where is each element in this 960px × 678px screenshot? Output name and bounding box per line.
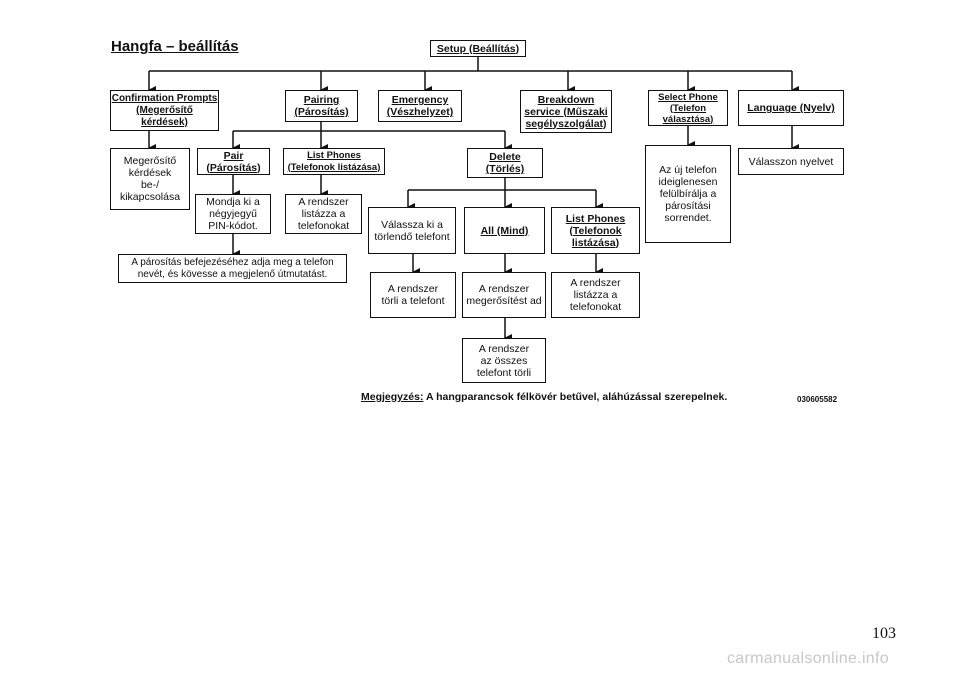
all-result-line-2: az összes xyxy=(480,354,528,367)
all-confirm-box: A rendszer megerősítést ad xyxy=(462,272,546,318)
select-phone-line-3: választása) xyxy=(662,113,714,125)
confirm-line-1: Confirmation Prompts xyxy=(111,92,218,104)
delete-choose-line-2: törlendő telefont xyxy=(374,230,450,243)
all-box: All (Mind) xyxy=(464,207,545,254)
pair-line-2: (Párosítás) xyxy=(206,161,261,174)
language-description-box: Válasszon nyelvet xyxy=(738,148,844,175)
all-confirm-line-2: megerősítést ad xyxy=(466,295,542,307)
select-phone-line-1: Select Phone xyxy=(658,91,718,103)
delete-result-line-1: A rendszer xyxy=(387,283,439,295)
delete-line-2: (Törlés) xyxy=(485,163,525,175)
pair-final-instruction-box: A párosítás befejezéséhez adja meg a tel… xyxy=(118,254,347,283)
all-confirm-line-1: A rendszer xyxy=(478,283,530,295)
confirm-desc-line-3: be-/ xyxy=(140,179,160,191)
pair-final-line-1: A párosítás befejezéséhez adja meg a tel… xyxy=(131,256,334,268)
delete-line-1: Delete xyxy=(489,151,521,163)
select-desc-line-3: felülbírálja a xyxy=(659,188,717,200)
pair-final-line-2: nevét, és kövesse a megjelenő útmutatást… xyxy=(137,268,328,280)
delete-choose-box: Válassza ki a törlendő telefont xyxy=(368,207,456,254)
setup-label: Setup (Beállítás) xyxy=(436,42,520,55)
page-title: Hangfa – beállítás xyxy=(111,38,239,55)
breakdown-line-3: segélyszolgálat) xyxy=(525,117,607,130)
select-desc-line-5: sorrendet. xyxy=(664,212,712,224)
pairing-box: Pairing (Párosítás) xyxy=(285,90,358,122)
delete-list-desc-line-3: telefonokat xyxy=(569,301,622,313)
emergency-line-1: Emergency xyxy=(391,94,449,106)
delete-list-desc-line-2: listázza a xyxy=(573,289,618,301)
emergency-box: Emergency (Vészhelyzet) xyxy=(378,90,462,122)
list-phones-description-box: A rendszer listázza a telefonokat xyxy=(285,194,362,234)
pair-desc-line-2: négyjegyű xyxy=(209,208,257,220)
pair-box: Pair (Párosítás) xyxy=(197,148,270,175)
delete-list-description-box: A rendszer listázza a telefonokat xyxy=(551,272,640,318)
confirm-line-3: kérdések) xyxy=(141,116,188,128)
figure-code: 030605582 xyxy=(797,395,838,404)
pairing-line-1: Pairing xyxy=(303,94,340,106)
setup-box: Setup (Beállítás) xyxy=(430,40,526,57)
breakdown-line-1: Breakdown xyxy=(537,93,595,106)
list-desc-line-2: listázza a xyxy=(301,208,346,220)
pairing-line-2: (Párosítás) xyxy=(294,106,349,118)
list-phones-box: List Phones (Telefonok listázása) xyxy=(283,148,385,175)
select-desc-line-1: Az új telefon xyxy=(659,164,717,176)
all-label: All (Mind) xyxy=(480,224,529,237)
page-number: 103 xyxy=(872,625,896,642)
select-desc-line-4: párosítási xyxy=(665,200,711,212)
breakdown-line-2: service (Műszaki xyxy=(524,105,608,118)
list-desc-line-1: A rendszer xyxy=(298,196,349,208)
language-label: Language (Nyelv) xyxy=(747,102,835,114)
delete-list-phones-box: List Phones (Telefonok listázása) xyxy=(551,207,640,254)
select-phone-line-2: (Telefon xyxy=(669,102,707,114)
confirm-description-box: Megerősítő kérdések be-/ kikapcsolása xyxy=(110,148,190,210)
list-phones-line-2: (Telefonok listázása) xyxy=(287,161,381,173)
footnote: Megjegyzés: A hangparancsok félkövér bet… xyxy=(361,391,727,403)
confirm-desc-line-1: Megerősítő xyxy=(123,155,177,167)
footnote-label: Megjegyzés: xyxy=(361,391,424,403)
select-phone-box: Select Phone (Telefon választása) xyxy=(648,90,728,126)
list-phones-line-1: List Phones xyxy=(307,149,361,161)
select-desc-line-2: ideiglenesen xyxy=(658,176,718,188)
confirm-desc-line-2: kérdések xyxy=(128,167,172,179)
all-result-line-1: A rendszer xyxy=(478,342,530,355)
all-result-box: A rendszer az összes telefont törli xyxy=(462,338,546,383)
pair-pin-box: Mondja ki a négyjegyű PIN-kódot. xyxy=(195,194,271,234)
delete-list-line-3: listázása) xyxy=(571,236,620,249)
delete-result-box: A rendszer törli a telefont xyxy=(370,272,456,318)
delete-list-desc-line-1: A rendszer xyxy=(570,277,621,289)
pair-desc-line-3: PIN-kódot. xyxy=(208,220,258,232)
select-phone-description-box: Az új telefon ideiglenesen felülbírálja … xyxy=(645,145,731,243)
all-result-line-3: telefont törli xyxy=(476,366,532,379)
delete-box: Delete (Törlés) xyxy=(467,148,543,178)
footnote-text: A hangparancsok félkövér betűvel, aláhúz… xyxy=(423,391,728,403)
confirmation-prompts-box: Confirmation Prompts (Megerősítő kérdése… xyxy=(110,90,219,131)
delete-list-line-2: (Telefonok xyxy=(569,224,622,237)
delete-choose-line-1: Válassza ki a xyxy=(381,218,443,231)
list-desc-line-3: telefonokat xyxy=(297,220,350,232)
watermark: carmanualsonline.info xyxy=(727,650,889,667)
pair-line-1: Pair xyxy=(223,149,244,162)
pair-desc-line-1: Mondja ki a xyxy=(206,196,260,208)
delete-list-line-1: List Phones xyxy=(565,212,626,225)
breakdown-box: Breakdown service (Műszaki segélyszolgál… xyxy=(520,90,612,133)
emergency-line-2: (Vészhelyzet) xyxy=(386,106,454,118)
delete-result-line-2: törli a telefont xyxy=(381,295,445,307)
language-desc-label: Válasszon nyelvet xyxy=(748,155,834,168)
confirm-line-2: (Megerősítő xyxy=(136,104,193,116)
confirm-desc-line-4: kikapcsolása xyxy=(119,191,181,203)
language-box: Language (Nyelv) xyxy=(738,90,844,126)
